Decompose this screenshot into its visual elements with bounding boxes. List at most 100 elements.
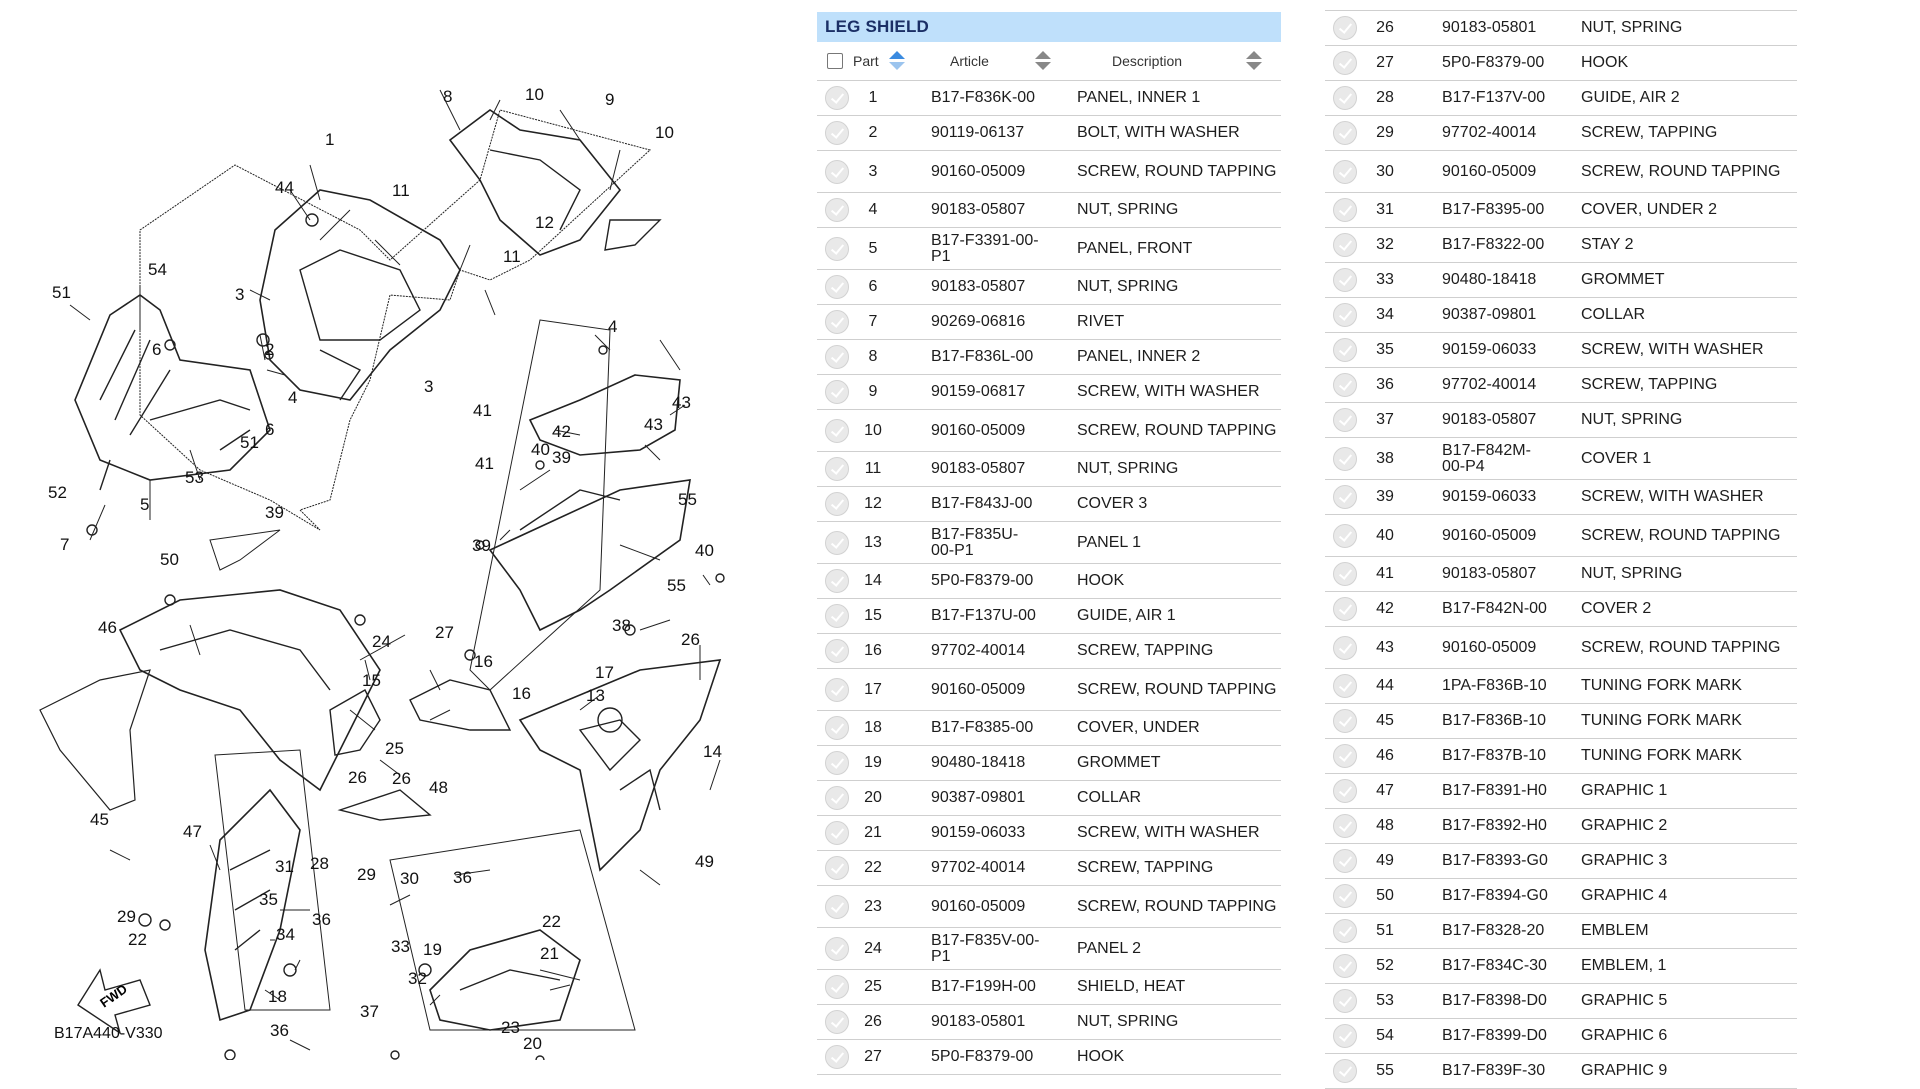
row-check-icon[interactable] [1333,51,1357,75]
row-check-icon[interactable] [1333,121,1357,145]
row-check-icon[interactable] [825,604,849,628]
row-check-icon[interactable] [825,198,849,222]
row-check-icon[interactable] [1333,523,1357,548]
row-check-icon[interactable] [1333,779,1357,803]
row-check-icon[interactable] [825,492,849,516]
row-check-icon[interactable] [1333,268,1357,292]
sort-part-icon[interactable] [889,51,905,71]
row-check-icon[interactable] [1333,233,1357,257]
row-check-icon[interactable] [825,310,849,334]
row-check-icon[interactable] [825,639,849,663]
row-check-icon[interactable] [1333,674,1357,698]
row-check-icon[interactable] [1333,446,1357,471]
column-header-article[interactable]: Article [950,53,989,69]
row-check-icon[interactable] [1333,303,1357,327]
row-check-icon[interactable] [825,86,849,110]
column-header-part[interactable]: Part [853,53,879,69]
row-check-icon[interactable] [825,677,849,702]
row-check-icon[interactable] [825,236,849,261]
row-check-icon[interactable] [825,1045,849,1069]
row-check-icon[interactable] [1333,709,1357,733]
row-check-icon[interactable] [1333,1059,1357,1083]
select-all-checkbox[interactable] [827,53,843,69]
row-check-icon[interactable] [1333,159,1357,184]
sort-description-icon[interactable] [1246,51,1262,71]
row-check-icon[interactable] [1333,744,1357,768]
row-check-icon[interactable] [825,751,849,775]
row-check-icon[interactable] [1333,919,1357,943]
row-check-icon[interactable] [1333,635,1357,660]
row-check-icon[interactable] [1333,1024,1357,1048]
row-check-icon[interactable] [825,975,849,999]
row-check-icon[interactable] [1333,485,1357,509]
row-check-icon[interactable] [825,856,849,880]
row-check-icon[interactable] [1333,373,1357,397]
row-check-icon[interactable] [1333,198,1357,222]
row-check-icon[interactable] [825,1010,849,1034]
row-check-icon[interactable] [825,936,849,961]
row-check-icon[interactable] [1333,16,1357,40]
row-check-icon[interactable] [825,530,849,555]
row-check-icon[interactable] [825,345,849,369]
row-check-icon[interactable] [825,275,849,299]
row-check-icon[interactable] [1333,954,1357,978]
row-check-icon[interactable] [1333,338,1357,362]
row-check-icon[interactable] [1333,597,1357,621]
row-check-icon[interactable] [1333,86,1357,110]
row-check-icon[interactable] [825,121,849,145]
row-check-icon[interactable] [1333,849,1357,873]
column-header-description[interactable]: Description [1112,53,1183,69]
row-check-icon[interactable] [1333,562,1357,586]
row-check-icon[interactable] [825,894,849,919]
